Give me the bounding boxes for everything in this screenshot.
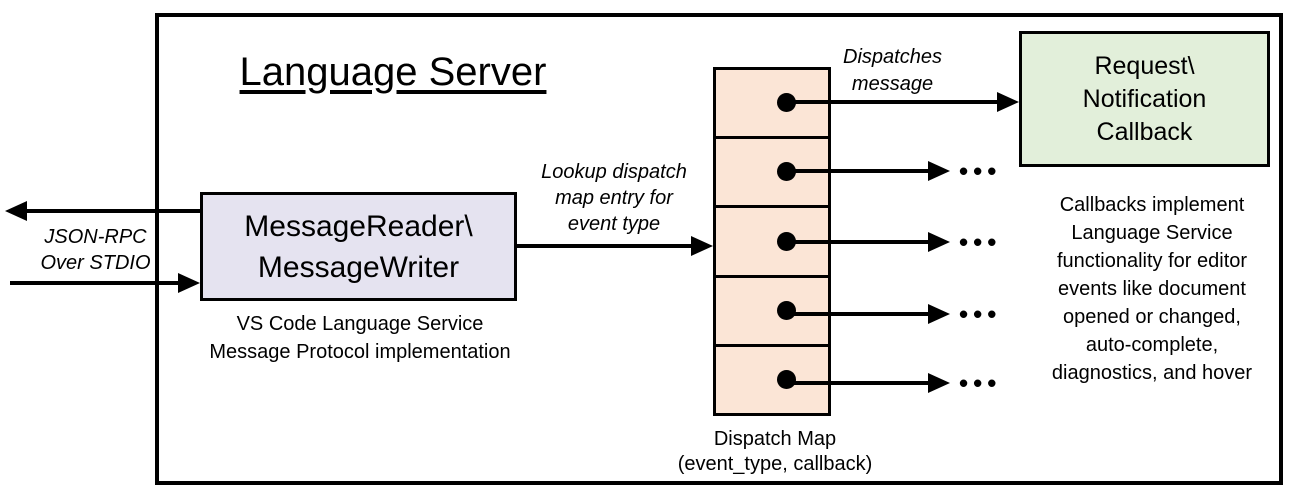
arrowhead-right-icon xyxy=(691,236,713,256)
request-notification-callback-box: Request\ Notification Callback xyxy=(1019,31,1270,167)
arrowhead-right-icon xyxy=(997,92,1019,112)
arrow-line xyxy=(786,381,932,385)
more-callbacks-ellipsis: ••• xyxy=(959,299,1002,329)
arrow-line xyxy=(786,312,932,316)
entry-dot-icon xyxy=(777,369,796,389)
arrowhead-right-icon xyxy=(928,232,950,252)
arrow-line xyxy=(517,244,695,248)
more-callbacks-ellipsis: ••• xyxy=(959,227,1002,257)
diagram-title: Language Server xyxy=(239,50,547,94)
arrowhead-right-icon xyxy=(928,161,950,181)
lookup-label: Lookup dispatch map entry for event type xyxy=(541,161,687,235)
arrowhead-right-icon xyxy=(928,304,950,324)
dispatches-message-label: Dispatches message xyxy=(843,46,942,95)
dispatch-map-cell xyxy=(716,139,828,209)
stdio-label: JSON-RPC Over STDIO xyxy=(40,226,151,274)
callbacks-note: Callbacks implement Language Service fun… xyxy=(1051,194,1253,384)
message-reader-writer-label: MessageReader\ MessageWriter xyxy=(244,209,473,284)
more-callbacks-ellipsis: ••• xyxy=(959,368,1002,398)
arrow-line xyxy=(786,240,932,244)
arrowhead-right-icon xyxy=(928,373,950,393)
dispatch-map-cell xyxy=(716,346,828,414)
callback-box-label: Request\ Notification Callback xyxy=(1082,51,1207,146)
message-handler-caption: VS Code Language Service Message Protoco… xyxy=(209,313,511,363)
arrow-line xyxy=(786,100,1001,104)
arrow-line xyxy=(786,169,932,173)
arrowhead-right-icon xyxy=(178,273,200,293)
arrow-line xyxy=(23,209,200,213)
entry-dot-icon xyxy=(777,300,796,320)
arrowhead-left-icon xyxy=(5,201,27,221)
message-reader-writer-box: MessageReader\ MessageWriter xyxy=(200,192,517,301)
arrow-line xyxy=(10,281,182,285)
dispatch-map-caption: Dispatch Map (event_type, callback) xyxy=(677,428,873,475)
dispatch-map-cell xyxy=(716,70,828,140)
more-callbacks-ellipsis: ••• xyxy=(959,156,1002,186)
